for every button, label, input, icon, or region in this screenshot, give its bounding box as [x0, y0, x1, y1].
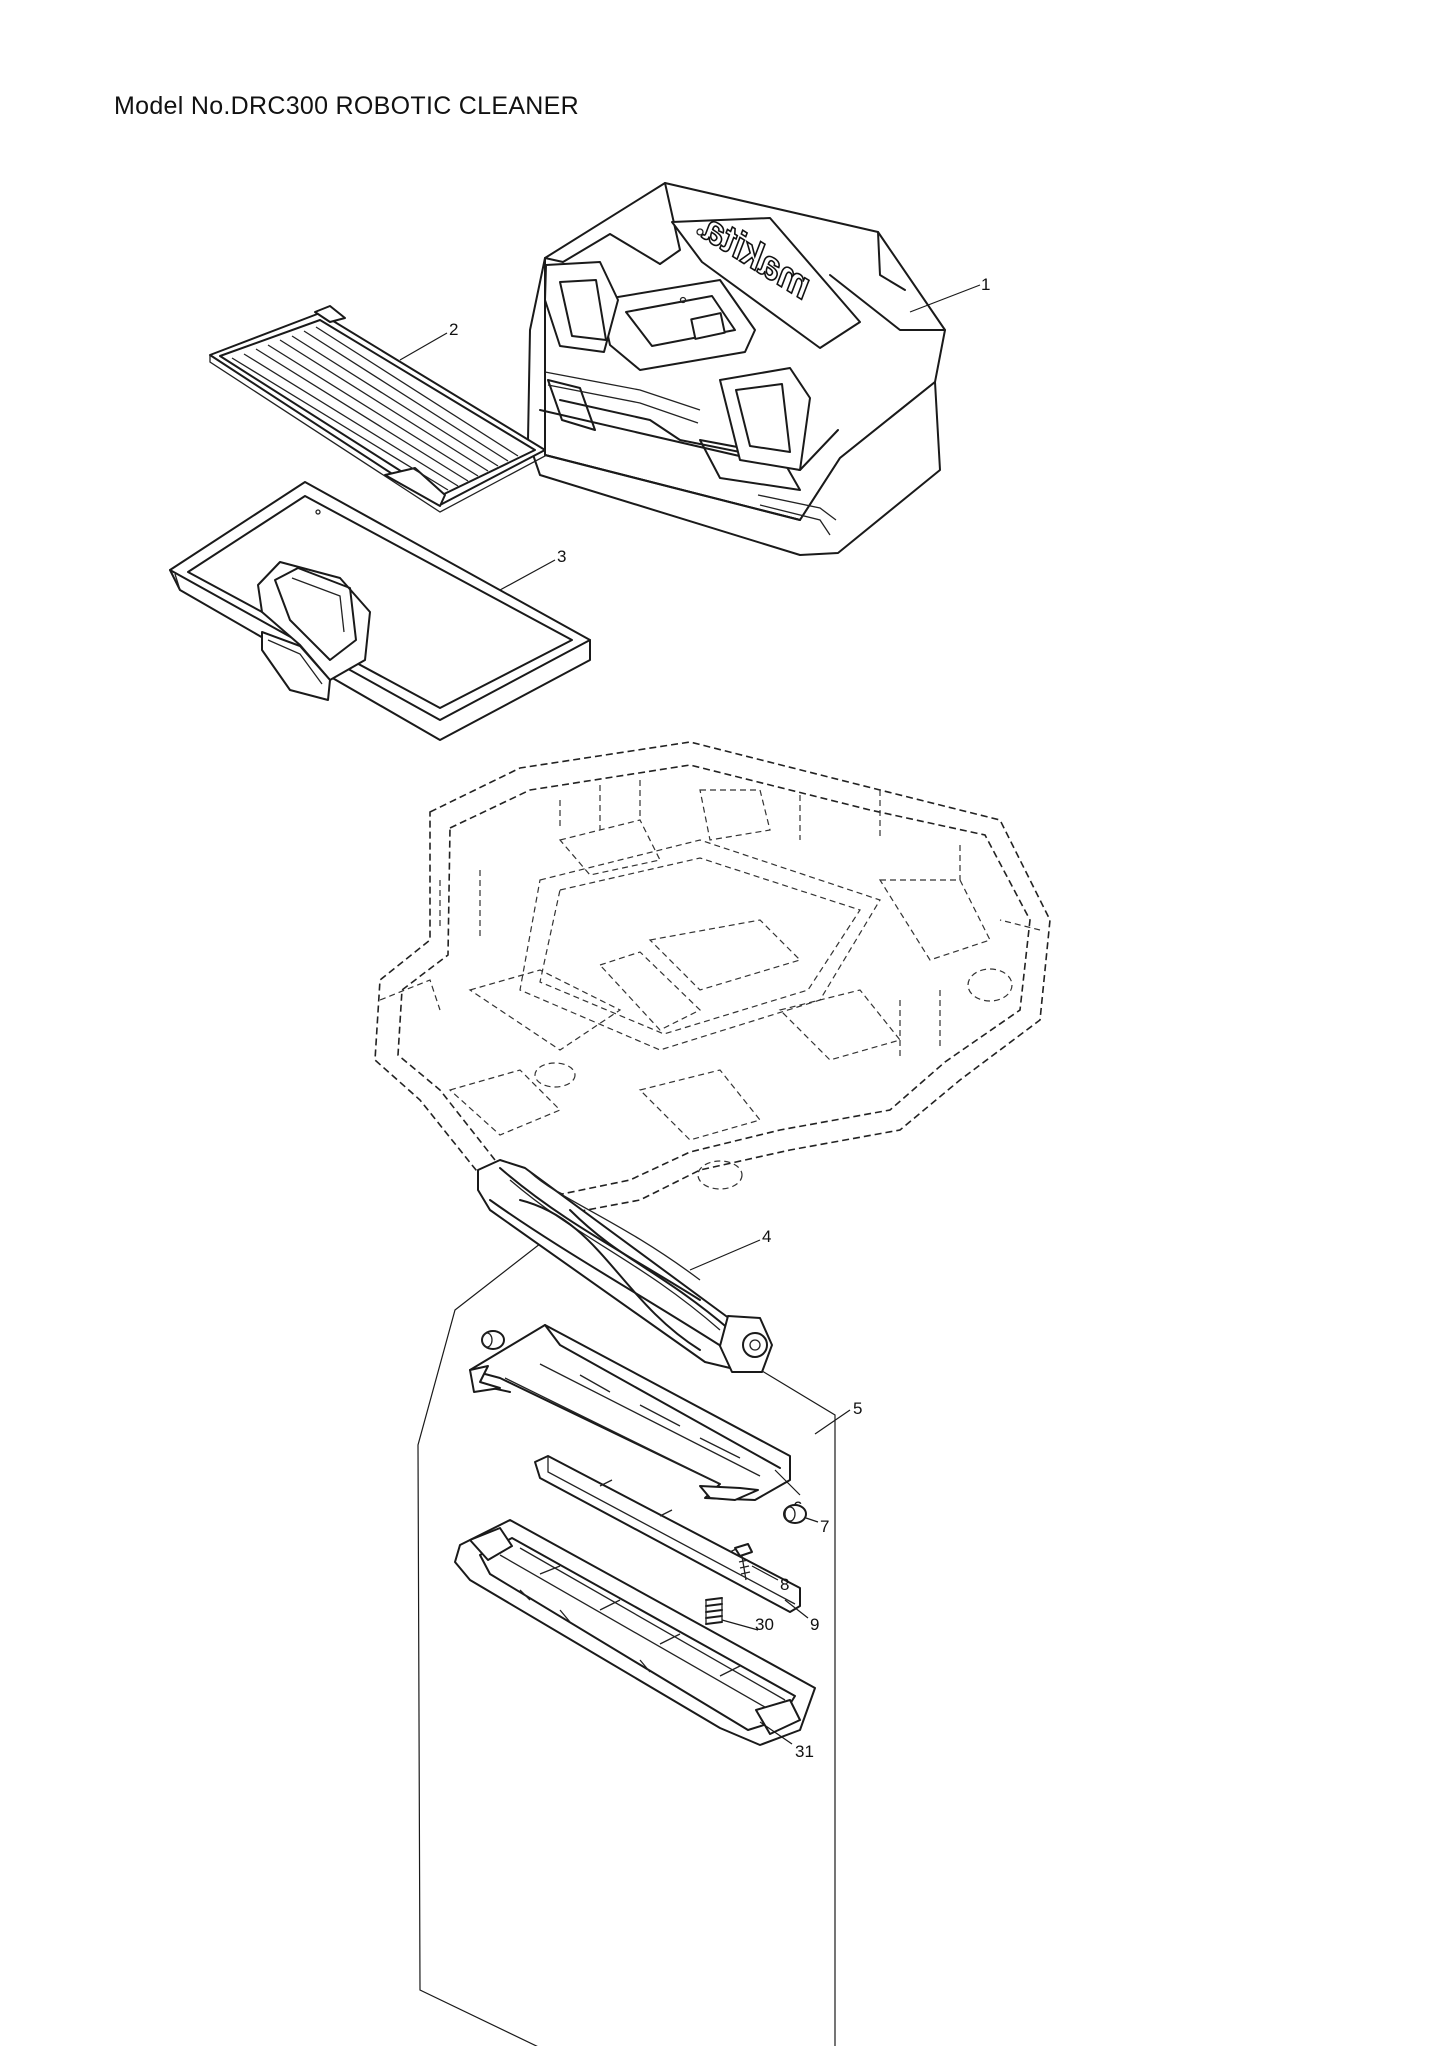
part-6-brush-cover-upper: 6	[469, 1324, 802, 1517]
part-1-dust-box: makita 1	[527, 182, 990, 556]
part-7-bearing-cap: 7	[783, 1504, 829, 1536]
callout-30: 30	[755, 1615, 774, 1634]
part-9-brush-guard: 9	[534, 1455, 819, 1634]
callout-3: 3	[557, 547, 566, 566]
part-8-screw: 8	[734, 1543, 789, 1594]
callout-5: 5	[853, 1399, 862, 1418]
part-30-spring: 30	[705, 1597, 774, 1634]
callout-8: 8	[780, 1575, 789, 1594]
callout-7: 7	[820, 1517, 829, 1536]
callout-9: 9	[810, 1615, 819, 1634]
callout-31: 31	[795, 1742, 814, 1761]
callout-1: 1	[981, 275, 990, 294]
bearing-left	[481, 1330, 505, 1350]
page-title: Model No.DRC300 ROBOTIC CLEANER	[114, 92, 579, 120]
filter-pleats	[231, 326, 519, 491]
callout-2: 2	[449, 320, 458, 339]
robot-base-outline	[374, 741, 1051, 1216]
part-31-brush-cover-lower: 31	[454, 1519, 816, 1761]
part-3-dust-tray: 3	[169, 481, 591, 741]
callout-4: 4	[762, 1227, 771, 1246]
part-4-main-brush: 4	[477, 1159, 773, 1373]
part-2-filter: 2	[209, 305, 546, 513]
